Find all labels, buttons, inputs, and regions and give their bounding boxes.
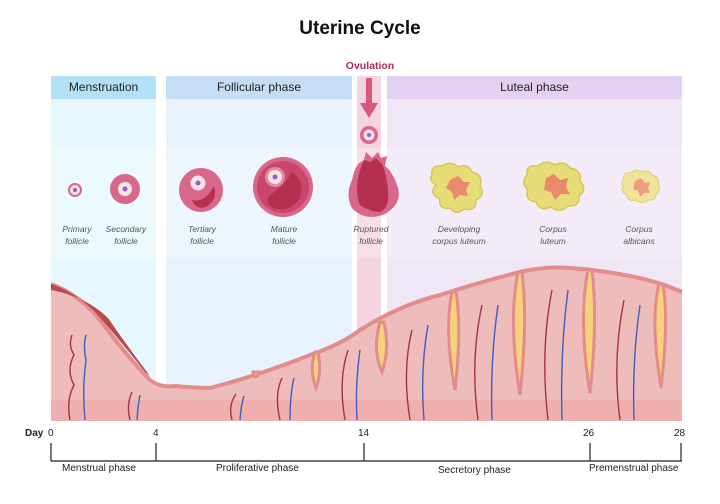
corpus-albicans-icon bbox=[620, 169, 661, 204]
mature-follicle-icon bbox=[253, 157, 313, 217]
ruptured-follicle-icon bbox=[348, 152, 399, 217]
released-egg-icon bbox=[360, 126, 378, 144]
endometrium-illustration bbox=[50, 265, 683, 421]
menstruation-header: Menstruation bbox=[51, 76, 156, 99]
menstrual-phase-label: Menstrual phase bbox=[62, 463, 136, 474]
ovulation-label: Ovulation bbox=[345, 60, 395, 72]
proliferative-phase-label: Proliferative phase bbox=[216, 463, 299, 474]
primary-follicle-icon bbox=[68, 183, 82, 197]
timeline-axis bbox=[50, 443, 682, 462]
diagram-title: Uterine Cycle bbox=[299, 18, 421, 39]
secretory-phase-label: Secretory phase bbox=[438, 465, 511, 476]
day-tick: 0 bbox=[48, 428, 54, 439]
tertiary-follicle-icon bbox=[179, 168, 223, 212]
day-label: Day bbox=[25, 428, 44, 439]
secondary-follicle-icon bbox=[110, 174, 140, 204]
day-tick: 14 bbox=[358, 428, 370, 439]
corpus-luteum-icon bbox=[523, 161, 585, 211]
developing-corpus-luteum-icon bbox=[429, 162, 483, 213]
ovulation-arrow-icon bbox=[360, 78, 378, 118]
luteal-header: Luteal phase bbox=[387, 76, 682, 99]
day-tick: 4 bbox=[153, 428, 159, 439]
premenstrual-phase-label: Premenstrual phase bbox=[589, 463, 679, 474]
day-tick: 26 bbox=[583, 428, 595, 439]
follicular-header: Follicular phase bbox=[166, 76, 352, 99]
day-tick: 28 bbox=[674, 428, 686, 439]
